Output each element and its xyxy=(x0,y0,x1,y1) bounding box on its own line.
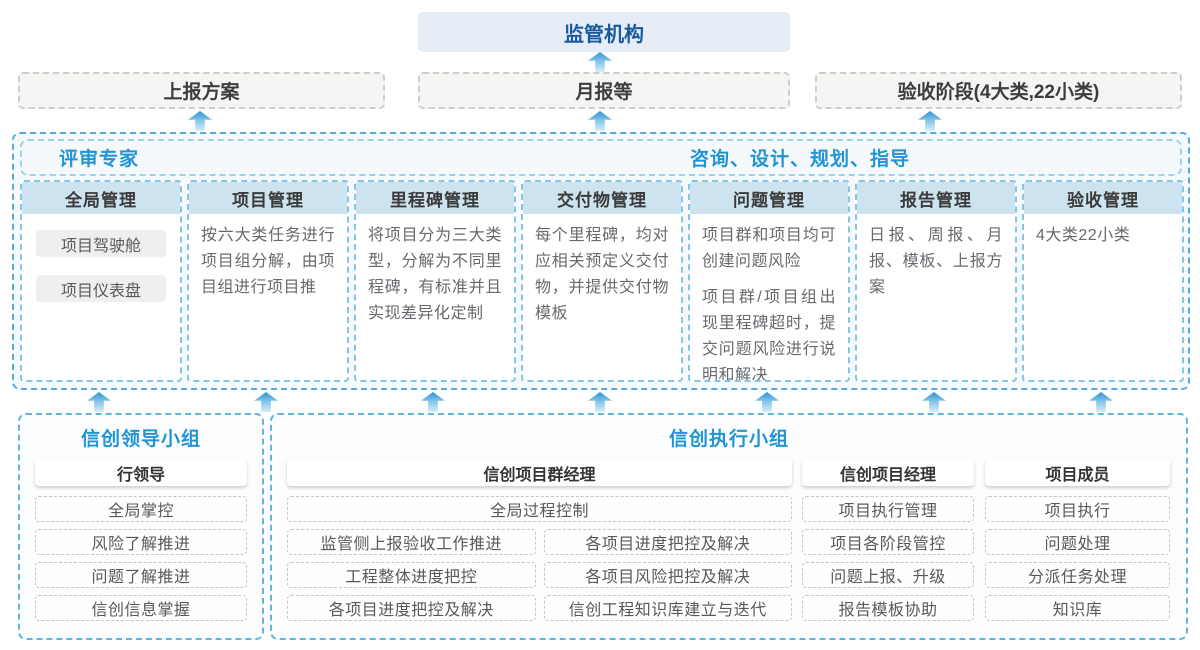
program-manager-header: 信创项目群经理 xyxy=(287,459,792,486)
leader-duty-item: 信创信息掌握 xyxy=(35,595,247,621)
up-arrow-icon xyxy=(87,392,111,412)
column-title: 里程碑管理 xyxy=(356,182,514,214)
consulting-design-label: 咨询、设计、规划、指导 xyxy=(690,149,911,170)
member-duty-item: 分派任务处理 xyxy=(985,562,1170,588)
column-title: 验收管理 xyxy=(1024,182,1182,214)
column-description: 按六大类任务进行项目组分解，由项目组进行项目推 xyxy=(201,227,335,296)
pm-duty-item: 工程整体进度把控 xyxy=(287,562,536,588)
project-member-group: 项目成员 项目执行 问题处理 分派任务处理 知识库 xyxy=(985,459,1170,621)
leader-duty-item: 全局掌控 xyxy=(35,496,247,522)
column-title: 全局管理 xyxy=(22,182,180,214)
column-report-management: 报告管理 日报、周报、月报、模板、上报方案 xyxy=(855,180,1017,382)
column-description: 项目群和项目均可创建问题风险 xyxy=(702,227,836,270)
monthly-report-box: 月报等 xyxy=(418,72,790,109)
column-title: 报告管理 xyxy=(857,182,1015,214)
report-plan-box: 上报方案 xyxy=(18,72,385,109)
regulator-box: 监管机构 xyxy=(418,12,790,52)
up-arrow-icon xyxy=(588,111,612,131)
project-manager-duty-item: 项目各阶段管控 xyxy=(802,529,974,555)
project-cockpit-pill: 项目驾驶舱 xyxy=(36,230,166,257)
up-arrow-icon xyxy=(254,392,278,412)
up-arrow-icon xyxy=(1089,392,1113,412)
leadership-group-title: 信创领导小组 xyxy=(80,429,201,450)
bank-leader-header: 行领导 xyxy=(35,459,247,486)
acceptance-stage-label: 验收阶段(4大类,22小类) xyxy=(897,82,1100,103)
project-manager-duty-item: 问题上报、升级 xyxy=(802,562,974,588)
up-arrow-icon xyxy=(421,392,445,412)
project-manager-header: 信创项目经理 xyxy=(802,459,974,486)
column-acceptance-management: 验收管理 4大类22小类 xyxy=(1022,180,1184,382)
column-title: 交付物管理 xyxy=(523,182,681,214)
monthly-report-label: 月报等 xyxy=(575,82,633,103)
program-manager-group: 信创项目群经理 全局过程控制 监管侧上报验收工作推进 工程整体进度把控 各项目进… xyxy=(287,459,792,621)
leader-duty-item: 问题了解推进 xyxy=(35,562,247,588)
project-manager-duty-item: 报告模板协助 xyxy=(802,595,974,621)
report-plan-label: 上报方案 xyxy=(163,82,240,103)
pm-duty-item-full: 全局过程控制 xyxy=(287,496,792,522)
up-arrow-icon xyxy=(188,111,212,131)
acceptance-stage-box: 验收阶段(4大类,22小类) xyxy=(815,72,1182,109)
column-description: 每个里程碑，均对应相关预定义交付物，并提供交付物模板 xyxy=(535,227,669,322)
pm-duty-item: 信创工程知识库建立与迭代 xyxy=(543,595,792,621)
member-duty-item: 问题处理 xyxy=(985,529,1170,555)
project-dashboard-pill: 项目仪表盘 xyxy=(36,275,166,302)
platform-container: 评审专家 咨询、设计、规划、指导 全局管理 项目驾驶舱 项目仪表盘 项目管理 按… xyxy=(12,132,1190,390)
column-description-2: 项目群/项目组出现里程碑超时，提交问题风险进行说明和解决 xyxy=(702,288,836,382)
up-arrow-icon xyxy=(922,392,946,412)
up-arrow-icon xyxy=(588,52,612,72)
up-arrow-icon xyxy=(755,392,779,412)
pm-duty-item: 各项目风险把控及解决 xyxy=(543,562,792,588)
pm-duty-item: 监管侧上报验收工作推进 xyxy=(287,529,536,555)
pm-duty-item: 各项目进度把控及解决 xyxy=(543,529,792,555)
column-deliverable-management: 交付物管理 每个里程碑，均对应相关预定义交付物，并提供交付物模板 xyxy=(521,180,683,382)
regulator-label: 监管机构 xyxy=(564,23,644,46)
leadership-group-box: 信创领导小组 行领导 全局掌控 风险了解推进 问题了解推进 信创信息掌握 xyxy=(18,413,264,640)
roles-header: 评审专家 咨询、设计、规划、指导 xyxy=(20,139,1182,176)
review-experts-label: 评审专家 xyxy=(59,149,140,170)
column-global-management: 全局管理 项目驾驶舱 项目仪表盘 xyxy=(20,180,182,382)
execution-group-box: 信创执行小组 信创项目群经理 全局过程控制 监管侧上报验收工作推进 工程整体进度… xyxy=(270,413,1188,640)
execution-group-title: 信创执行小组 xyxy=(668,429,789,450)
column-description: 4大类22小类 xyxy=(1036,227,1131,244)
pm-duty-item: 各项目进度把控及解决 xyxy=(287,595,536,621)
member-duty-item: 项目执行 xyxy=(985,496,1170,522)
leader-duty-item: 风险了解推进 xyxy=(35,529,247,555)
column-description: 日报、周报、月报、模板、上报方案 xyxy=(869,227,1003,296)
project-member-header: 项目成员 xyxy=(985,459,1170,486)
column-title: 项目管理 xyxy=(189,182,347,214)
column-issue-management: 问题管理 项目群和项目均可创建问题风险 项目群/项目组出现里程碑超时，提交问题风… xyxy=(688,180,850,382)
column-milestone-management: 里程碑管理 将项目分为三大类型，分解为不同里程碑，有标准并且实现差异化定制 xyxy=(354,180,516,382)
column-description: 将项目分为三大类型，分解为不同里程碑，有标准并且实现差异化定制 xyxy=(368,227,502,322)
column-project-management: 项目管理 按六大类任务进行项目组分解，由项目组进行项目推 xyxy=(187,180,349,382)
column-title: 问题管理 xyxy=(690,182,848,214)
up-arrow-icon xyxy=(918,111,942,131)
up-arrow-icon xyxy=(588,392,612,412)
member-duty-item: 知识库 xyxy=(985,595,1170,621)
project-manager-group: 信创项目经理 项目执行管理 项目各阶段管控 问题上报、升级 报告模板协助 xyxy=(802,459,974,621)
project-manager-duty-item: 项目执行管理 xyxy=(802,496,974,522)
